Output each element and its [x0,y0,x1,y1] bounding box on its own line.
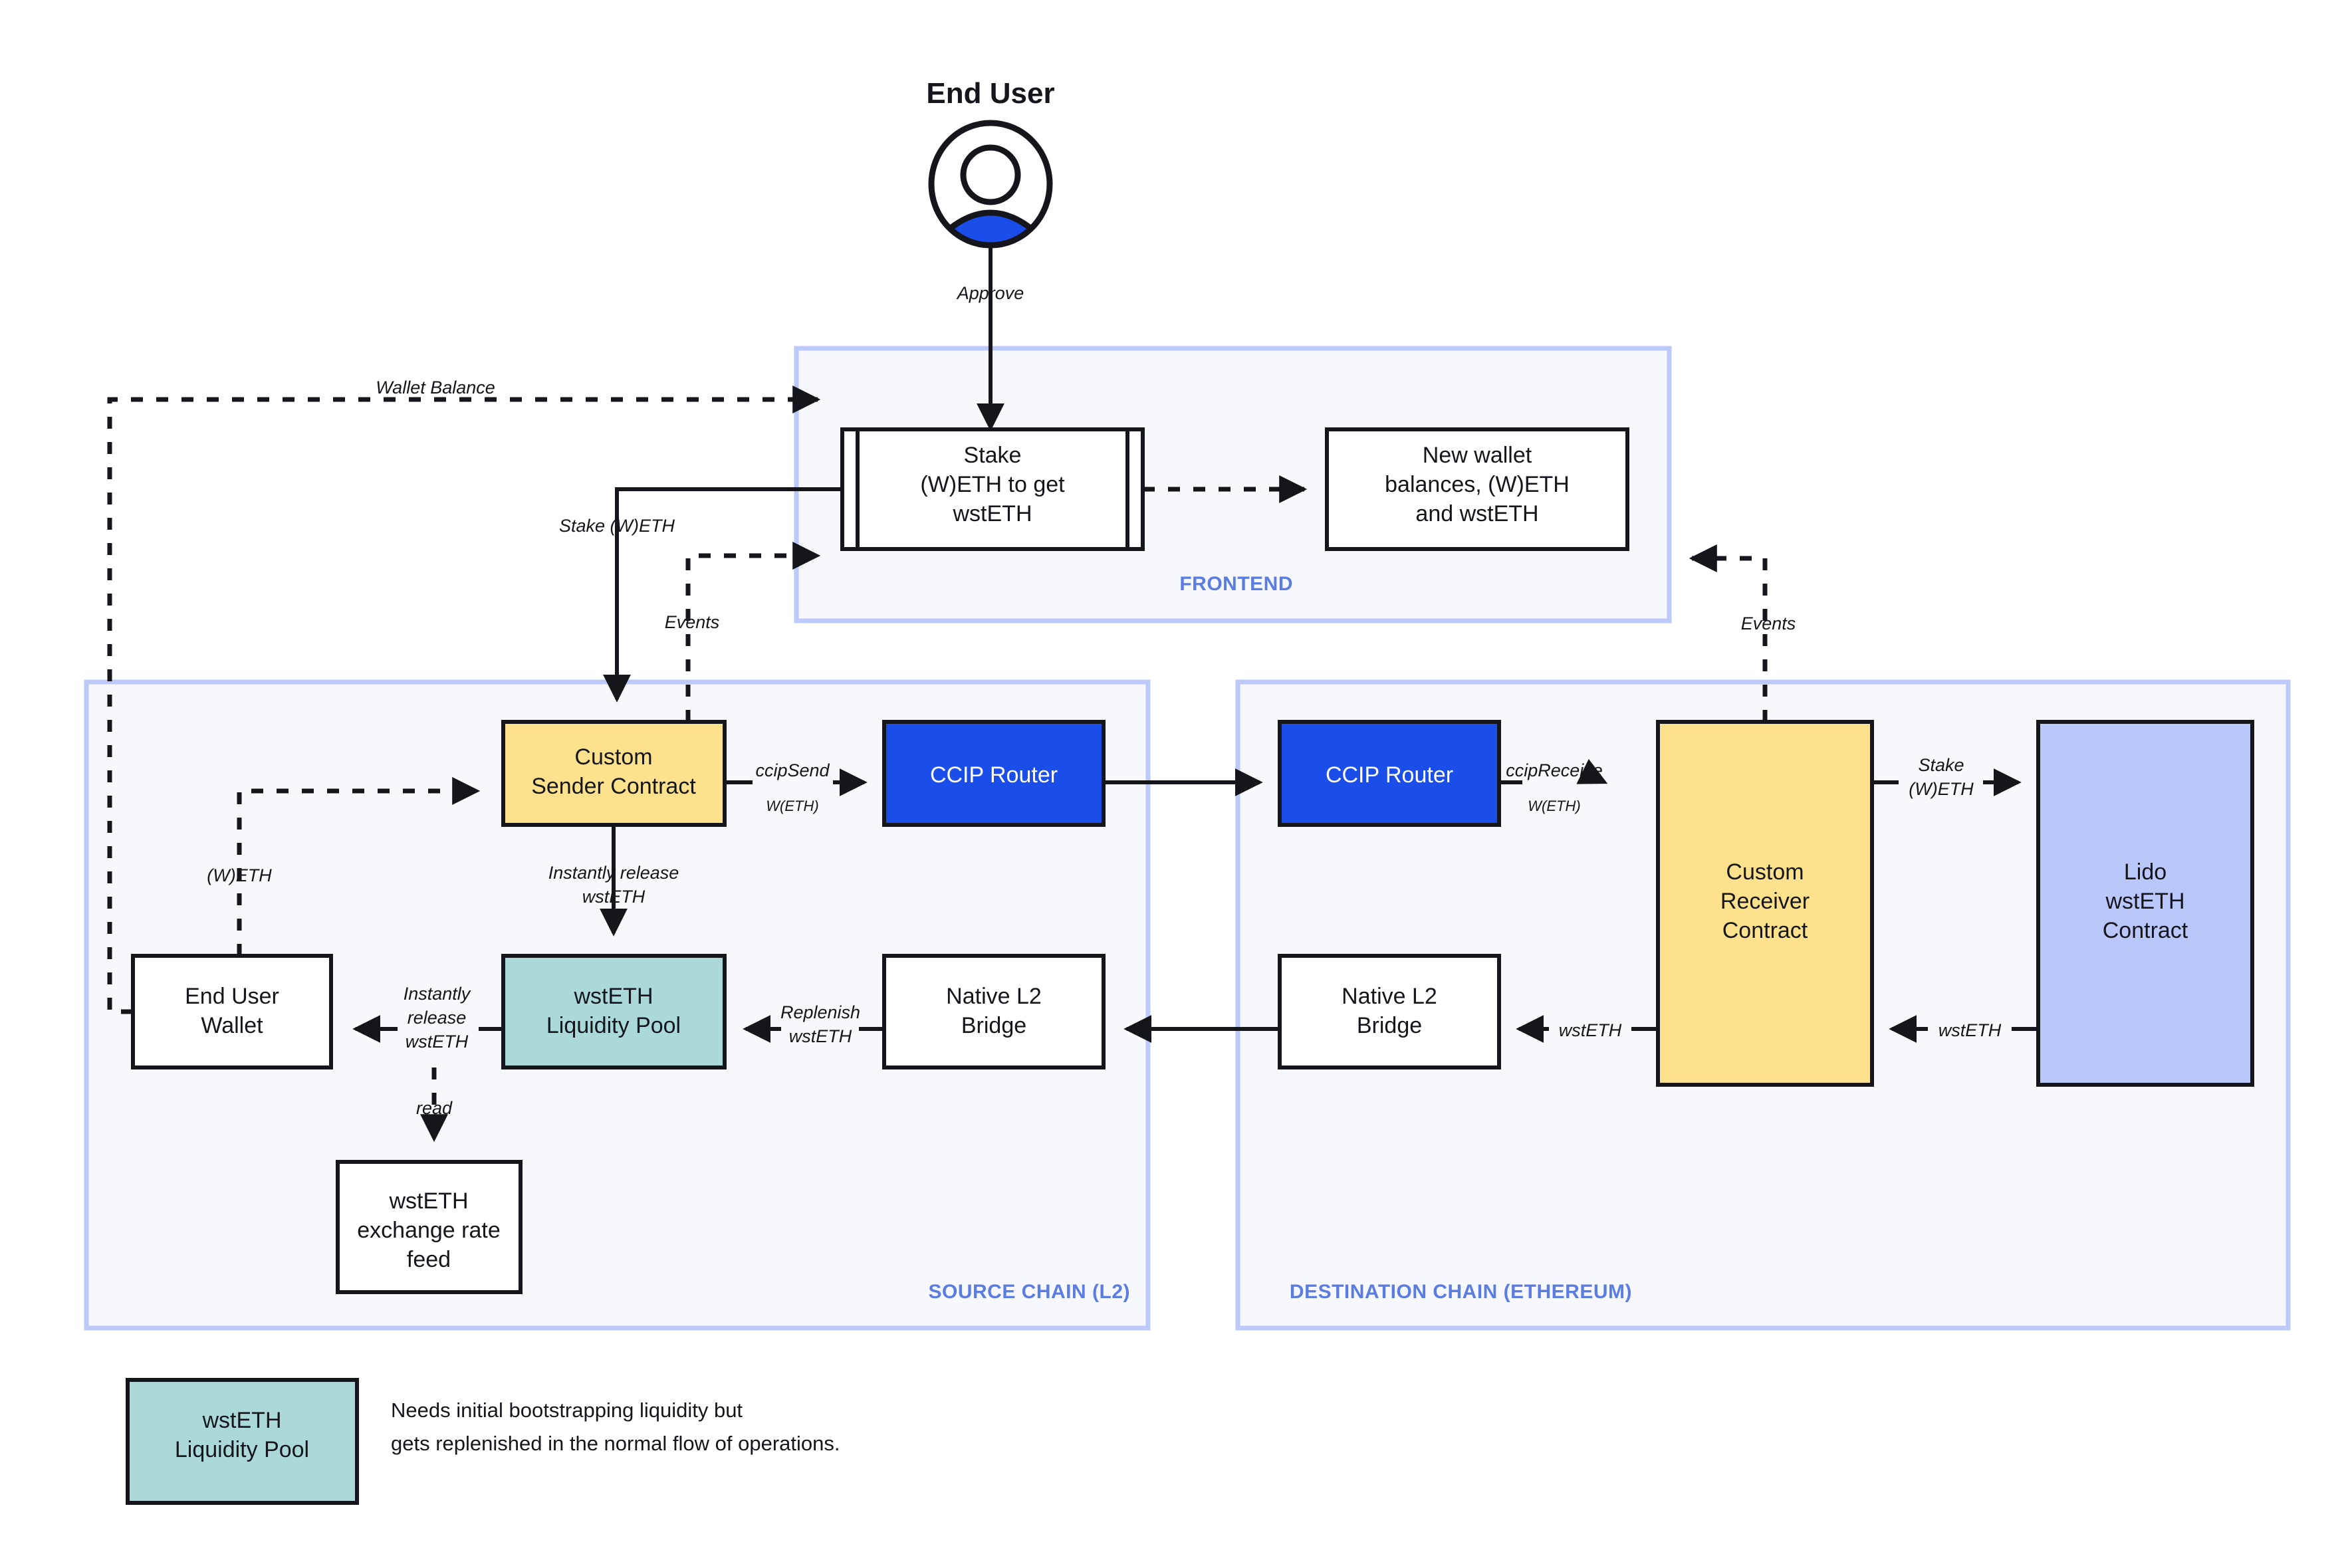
edge-label-events-destination: Events [1741,614,1796,633]
edge-label-release-wallet-1: Instantly [404,984,471,1004]
page-title: End User [926,77,1054,110]
edge-label-stake-lido-2: (W)ETH [1909,779,1974,799]
node-stake-form[interactable]: Stake (W)ETH to get wstETH [840,427,1145,551]
svg-text:New wallet: New wallet [1423,443,1532,468]
edge-label-ccipreceive: ccipReceive [1506,760,1603,780]
edge-label-stake-lido-1: Stake [1918,755,1964,775]
node-receiver-contract[interactable]: Custom Receiver Contract [1656,720,1874,1087]
edge-label-replenish-2: wstETH [789,1026,852,1046]
svg-text:Native L2: Native L2 [946,984,1042,1009]
legend-note-line1: Needs initial bootstrapping liquidity bu… [391,1399,743,1422]
zone-label-source-chain: SOURCE CHAIN (L2) [928,1281,1130,1303]
node-ccip-router-destination[interactable]: CCIP Router [1278,720,1501,827]
svg-text:Sender Contract: Sender Contract [531,774,696,799]
svg-text:wstETH: wstETH [202,1408,282,1433]
node-sender-contract[interactable]: Custom Sender Contract [501,720,727,827]
edge-label-ccipsend: ccipSend [755,760,830,780]
svg-text:End User: End User [185,984,279,1009]
edge-label-wsteth-lido: wstETH [1938,1020,2002,1040]
edge-sublabel-ccipreceive: W(ETH) [1528,798,1580,814]
svg-text:wstETH: wstETH [953,501,1032,526]
svg-text:Custom: Custom [574,744,652,770]
edge-label-weth-in: (W)ETH [207,865,272,885]
svg-text:Liquidity Pool: Liquidity Pool [546,1013,681,1038]
svg-text:CCIP Router: CCIP Router [1326,762,1453,788]
svg-text:wstETH: wstETH [574,984,653,1009]
svg-text:wstETH: wstETH [2105,889,2185,914]
edge-label-wsteth-to-bridge: wstETH [1559,1020,1622,1040]
svg-text:Wallet: Wallet [201,1013,263,1038]
edge-label-wallet-balance: Wallet Balance [376,378,495,397]
svg-text:Bridge: Bridge [961,1013,1026,1038]
zone-label-frontend: FRONTEND [1179,573,1293,595]
svg-text:Contract: Contract [1722,918,1808,943]
svg-text:Bridge: Bridge [1357,1013,1422,1038]
node-ccip-router-source[interactable]: CCIP Router [882,720,1106,827]
edge-label-release-wallet-3: wstETH [406,1032,469,1052]
edge-label-events-source: Events [665,612,720,632]
legend-swatch: wstETH Liquidity Pool [126,1378,359,1505]
svg-text:exchange rate: exchange rate [357,1218,501,1243]
node-lido-contract[interactable]: Lido wstETH Contract [2036,720,2254,1087]
zone-label-destination-chain: DESTINATION CHAIN (ETHEREUM) [1290,1281,1632,1303]
edge-events-source [685,542,821,722]
node-end-user-wallet[interactable]: End User Wallet [131,954,333,1069]
edge-label-release-pool-1: Instantly release [548,863,679,883]
svg-text:Liquidity Pool: Liquidity Pool [175,1437,309,1462]
edge-label-release-pool-2: wstETH [582,887,646,907]
user-avatar-icon [928,120,1053,249]
edge-sublabel-ccipsend: W(ETH) [766,798,818,814]
svg-text:and wstETH: and wstETH [1415,501,1538,526]
svg-text:Stake: Stake [964,443,1022,468]
edge-label-release-wallet-2: release [408,1008,467,1028]
edge-events-destination [1689,544,1768,722]
edge-stake-weth [603,487,842,703]
edge-label-stake-weth: Stake (W)ETH [559,516,675,536]
svg-text:Lido: Lido [2124,859,2167,885]
node-liquidity-pool[interactable]: wstETH Liquidity Pool [501,954,727,1069]
svg-text:Native L2: Native L2 [1342,984,1437,1009]
node-rate-feed[interactable]: wstETH exchange rate feed [336,1160,523,1294]
svg-text:Contract: Contract [2103,918,2188,943]
edge-wallet-balance [107,386,821,1014]
svg-text:balances, (W)ETH: balances, (W)ETH [1385,472,1570,497]
svg-text:Receiver: Receiver [1720,889,1810,914]
node-new-balances[interactable]: New wallet balances, (W)ETH and wstETH [1325,427,1629,551]
svg-text:(W)ETH to get: (W)ETH to get [920,472,1065,497]
node-bridge-source[interactable]: Native L2 Bridge [882,954,1106,1069]
legend-note-line2: gets replenished in the normal flow of o… [391,1432,840,1455]
svg-text:wstETH: wstETH [389,1188,469,1214]
edge-weth-in [237,777,481,956]
svg-text:CCIP Router: CCIP Router [930,762,1058,788]
node-bridge-destination[interactable]: Native L2 Bridge [1278,954,1501,1069]
svg-text:feed: feed [407,1247,451,1272]
svg-text:Custom: Custom [1726,859,1804,885]
edge-label-replenish-1: Replenish [780,1002,860,1022]
edge-label-approve: Approve [956,283,1024,303]
edge-label-read-feed: read [416,1098,453,1118]
